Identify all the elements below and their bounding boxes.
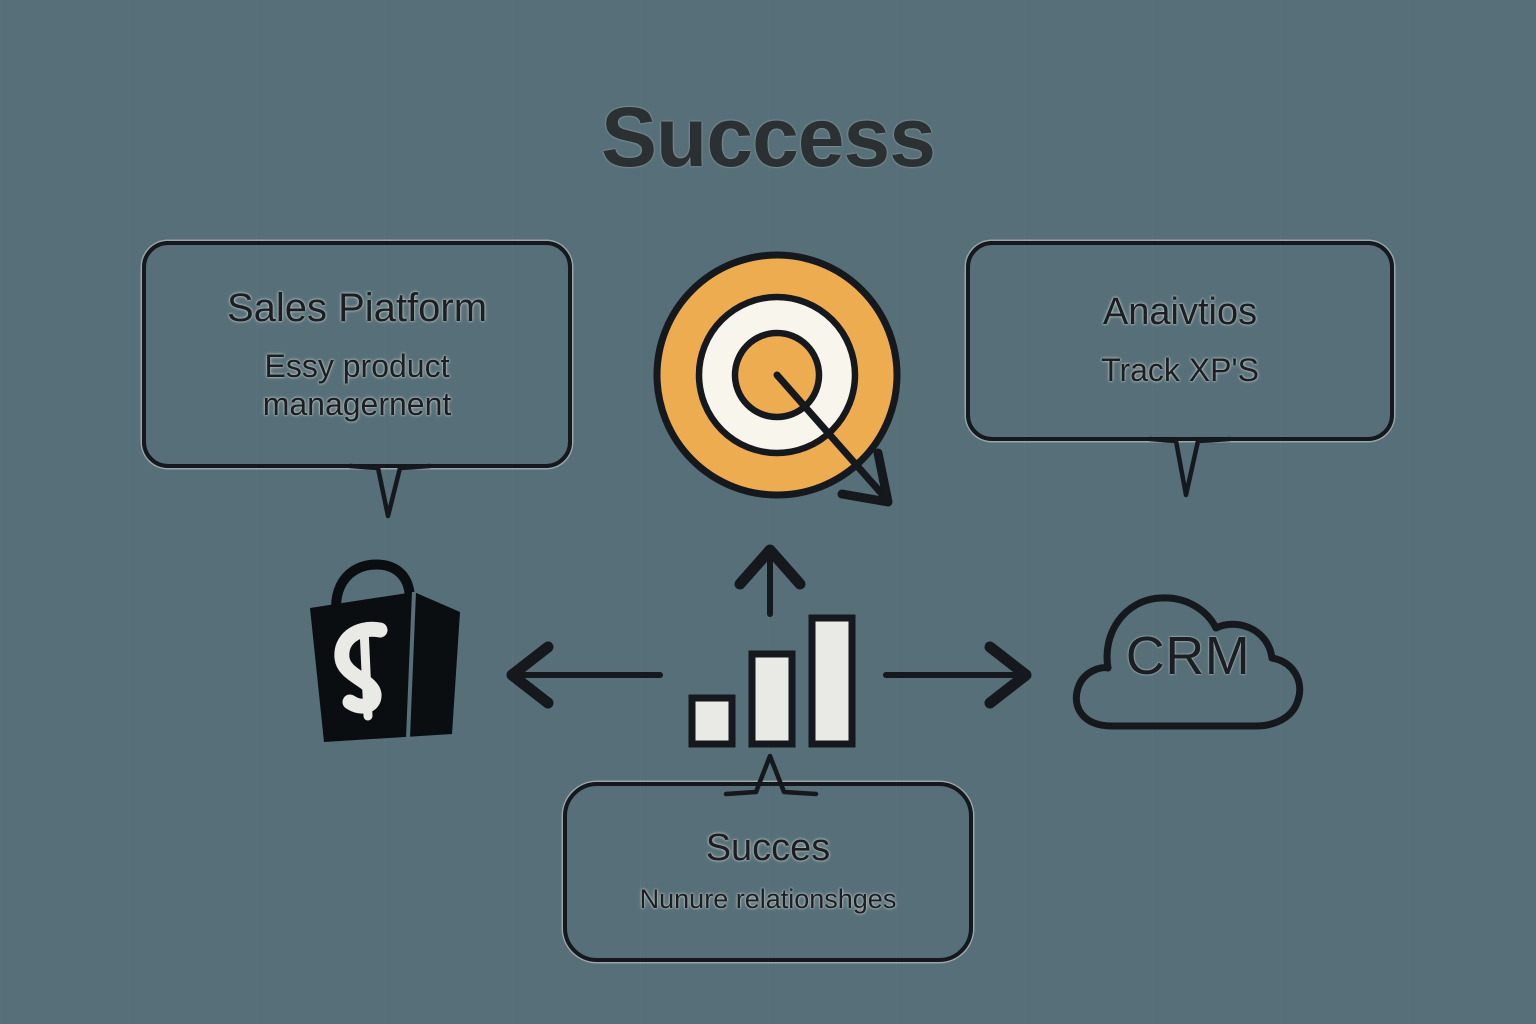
shopping-bag-icon	[310, 559, 460, 742]
arrow-right-icon	[883, 641, 1032, 709]
callout-sales-platform-tail	[347, 463, 433, 519]
callout-success-bottom-subtitle: Nunure relationshges	[639, 883, 897, 914]
callout-sales-platform-title: Sales Piatform	[226, 285, 488, 330]
callout-success-bottom[interactable]: Succes Nunure relationshges	[563, 782, 973, 962]
callout-analytics-tail	[1147, 436, 1233, 498]
callout-sales-platform-subtitle-line2: managernent	[262, 385, 452, 422]
callout-sales-platform[interactable]: Sales Piatform Essy product managernent	[142, 241, 572, 468]
callout-analytics[interactable]: Anaivtios Track XP'S	[966, 241, 1394, 441]
callout-sales-platform-subtitle-line1: Essy product	[264, 347, 450, 384]
arrow-up-icon	[734, 544, 806, 617]
target-bullseye-icon	[653, 251, 901, 507]
callout-sales-platform-subtitle: Essy product managernent	[263, 348, 452, 424]
arrow-left-icon	[506, 641, 663, 709]
callout-analytics-title: Anaivtios	[1102, 291, 1258, 334]
page-title: Success	[601, 90, 936, 184]
crm-cloud-icon	[1072, 594, 1304, 730]
crm-cloud-label: CRM	[1125, 626, 1251, 686]
callout-success-bottom-title: Succes	[705, 827, 831, 870]
bar-chart-icon	[688, 614, 856, 748]
callout-analytics-subtitle: Track XP'S	[1101, 352, 1259, 389]
